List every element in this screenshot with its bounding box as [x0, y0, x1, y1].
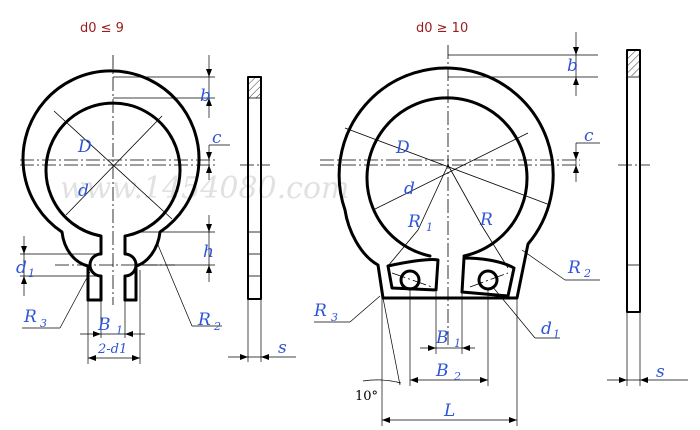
left-B1-sub: 1 [116, 324, 123, 337]
left-R2-sub: 2 [213, 320, 221, 333]
right-B1-sub: 1 [454, 337, 461, 350]
right-L-arrow-left [382, 417, 390, 423]
right-ring-inner-circle [365, 96, 529, 258]
right-ring-inner-contour-right [460, 256, 516, 298]
right-R2-leader [521, 249, 566, 281]
right-R-leader-ext [481, 225, 509, 269]
right-s-arrow-right [640, 377, 648, 383]
right-d1-label: d [541, 319, 552, 339]
right-R3-label: R [313, 301, 327, 321]
left-d1-sub: 1 [28, 267, 35, 280]
right-ring-view: d0 ≥ 10 [313, 21, 600, 426]
right-R3-leader [349, 295, 381, 323]
left-d-leader [65, 115, 163, 216]
right-d1-sub: 1 [553, 328, 560, 341]
left-2d1-arrow-right [132, 355, 140, 361]
right-B1-arrow-left [428, 345, 436, 351]
right-L-arrow-right [509, 417, 517, 423]
right-R-leader [447, 164, 483, 227]
right-R1-leader-ext [387, 229, 419, 267]
right-s-arrow-left [619, 377, 627, 383]
left-D-leader [53, 110, 173, 220]
right-angle-arc [362, 379, 402, 384]
left-B1-label: B [97, 315, 111, 335]
left-R3-label: R [23, 307, 37, 327]
left-condition: d0 ≤ 9 [80, 21, 124, 36]
right-s-label: s [656, 362, 665, 382]
left-ring-outer-contour [21, 69, 201, 302]
right-hole-left-axis [391, 272, 433, 288]
left-R3-leader [59, 271, 91, 329]
right-d-label: d [404, 179, 415, 199]
right-R-label: R [479, 210, 493, 230]
right-B2-arrow-right [480, 377, 488, 383]
right-b-label: b [567, 56, 578, 76]
right-hole-left [399, 269, 421, 291]
right-d-leader [372, 132, 529, 211]
left-d1-label: d [16, 258, 27, 278]
right-hole-right-axis [469, 272, 509, 288]
left-b-label: b [200, 86, 211, 106]
left-d1-arrow-top [21, 246, 27, 254]
right-R1-leader [417, 164, 449, 231]
right-side-profile [626, 49, 641, 313]
left-b-arrow-top [206, 69, 212, 77]
left-d-label: d [78, 181, 89, 201]
left-R2-leader [157, 244, 193, 327]
left-side-hatch [249, 78, 260, 98]
left-s-arrow-left [240, 354, 248, 360]
left-D-label: D [77, 137, 92, 157]
right-side-view: s [607, 49, 688, 386]
right-R1-sub: 1 [426, 221, 433, 234]
left-B1-arrow-right [125, 331, 133, 337]
left-ring-view: d0 ≤ 9 [16, 21, 230, 364]
left-h-arrow-bottom [206, 265, 212, 273]
left-2d1-arrow-left [88, 355, 96, 361]
right-B2-label: B [435, 361, 449, 381]
right-L-label: L [443, 401, 455, 421]
right-R3-sub: 3 [331, 311, 338, 324]
right-side-hatch [628, 51, 639, 76]
left-c-label: c [212, 128, 222, 148]
right-angle-leg [382, 297, 401, 386]
right-B1-label: B [435, 328, 449, 348]
left-R2-label: R [197, 310, 211, 330]
left-c-arrow-top [206, 152, 212, 160]
right-c-arrow-top [573, 152, 579, 160]
right-c-arrow-bottom [573, 165, 579, 173]
left-s-label: s [278, 338, 287, 358]
right-b-arrow-top [573, 47, 579, 55]
right-ring-inner-contour [386, 258, 440, 292]
left-side-view: s [228, 76, 296, 362]
left-R3-sub: 3 [40, 317, 47, 330]
right-angle-label: 10° [355, 389, 378, 404]
right-condition: d0 ≥ 10 [416, 21, 468, 36]
left-h-label: h [203, 242, 214, 262]
left-d1-arrow-bottom [21, 276, 27, 284]
right-R2-sub: 2 [583, 267, 591, 280]
left-s-arrow-right [261, 354, 269, 360]
left-b-arrow-bottom [206, 98, 212, 106]
left-c-arrow-bottom [206, 165, 212, 173]
right-B1-arrow-right [462, 345, 470, 351]
right-R1-label: R [407, 212, 421, 232]
right-B2-sub: 2 [453, 370, 461, 383]
right-B2-arrow-left [410, 377, 418, 383]
left-h-arrow-top [206, 224, 212, 232]
right-hole-right [477, 269, 499, 291]
right-c-label: c [584, 126, 594, 146]
left-B1-arrow-left [93, 331, 101, 337]
right-D-label: D [395, 138, 410, 158]
right-ring-outer-contour [337, 66, 555, 300]
right-R2-label: R [567, 258, 581, 278]
right-d1-leader [491, 285, 536, 339]
watermark: www.1454080.com [60, 171, 349, 206]
left-side-profile [247, 76, 262, 300]
right-b-arrow-bottom [573, 77, 579, 85]
left-2d1-label: 2-d1 [97, 342, 127, 357]
